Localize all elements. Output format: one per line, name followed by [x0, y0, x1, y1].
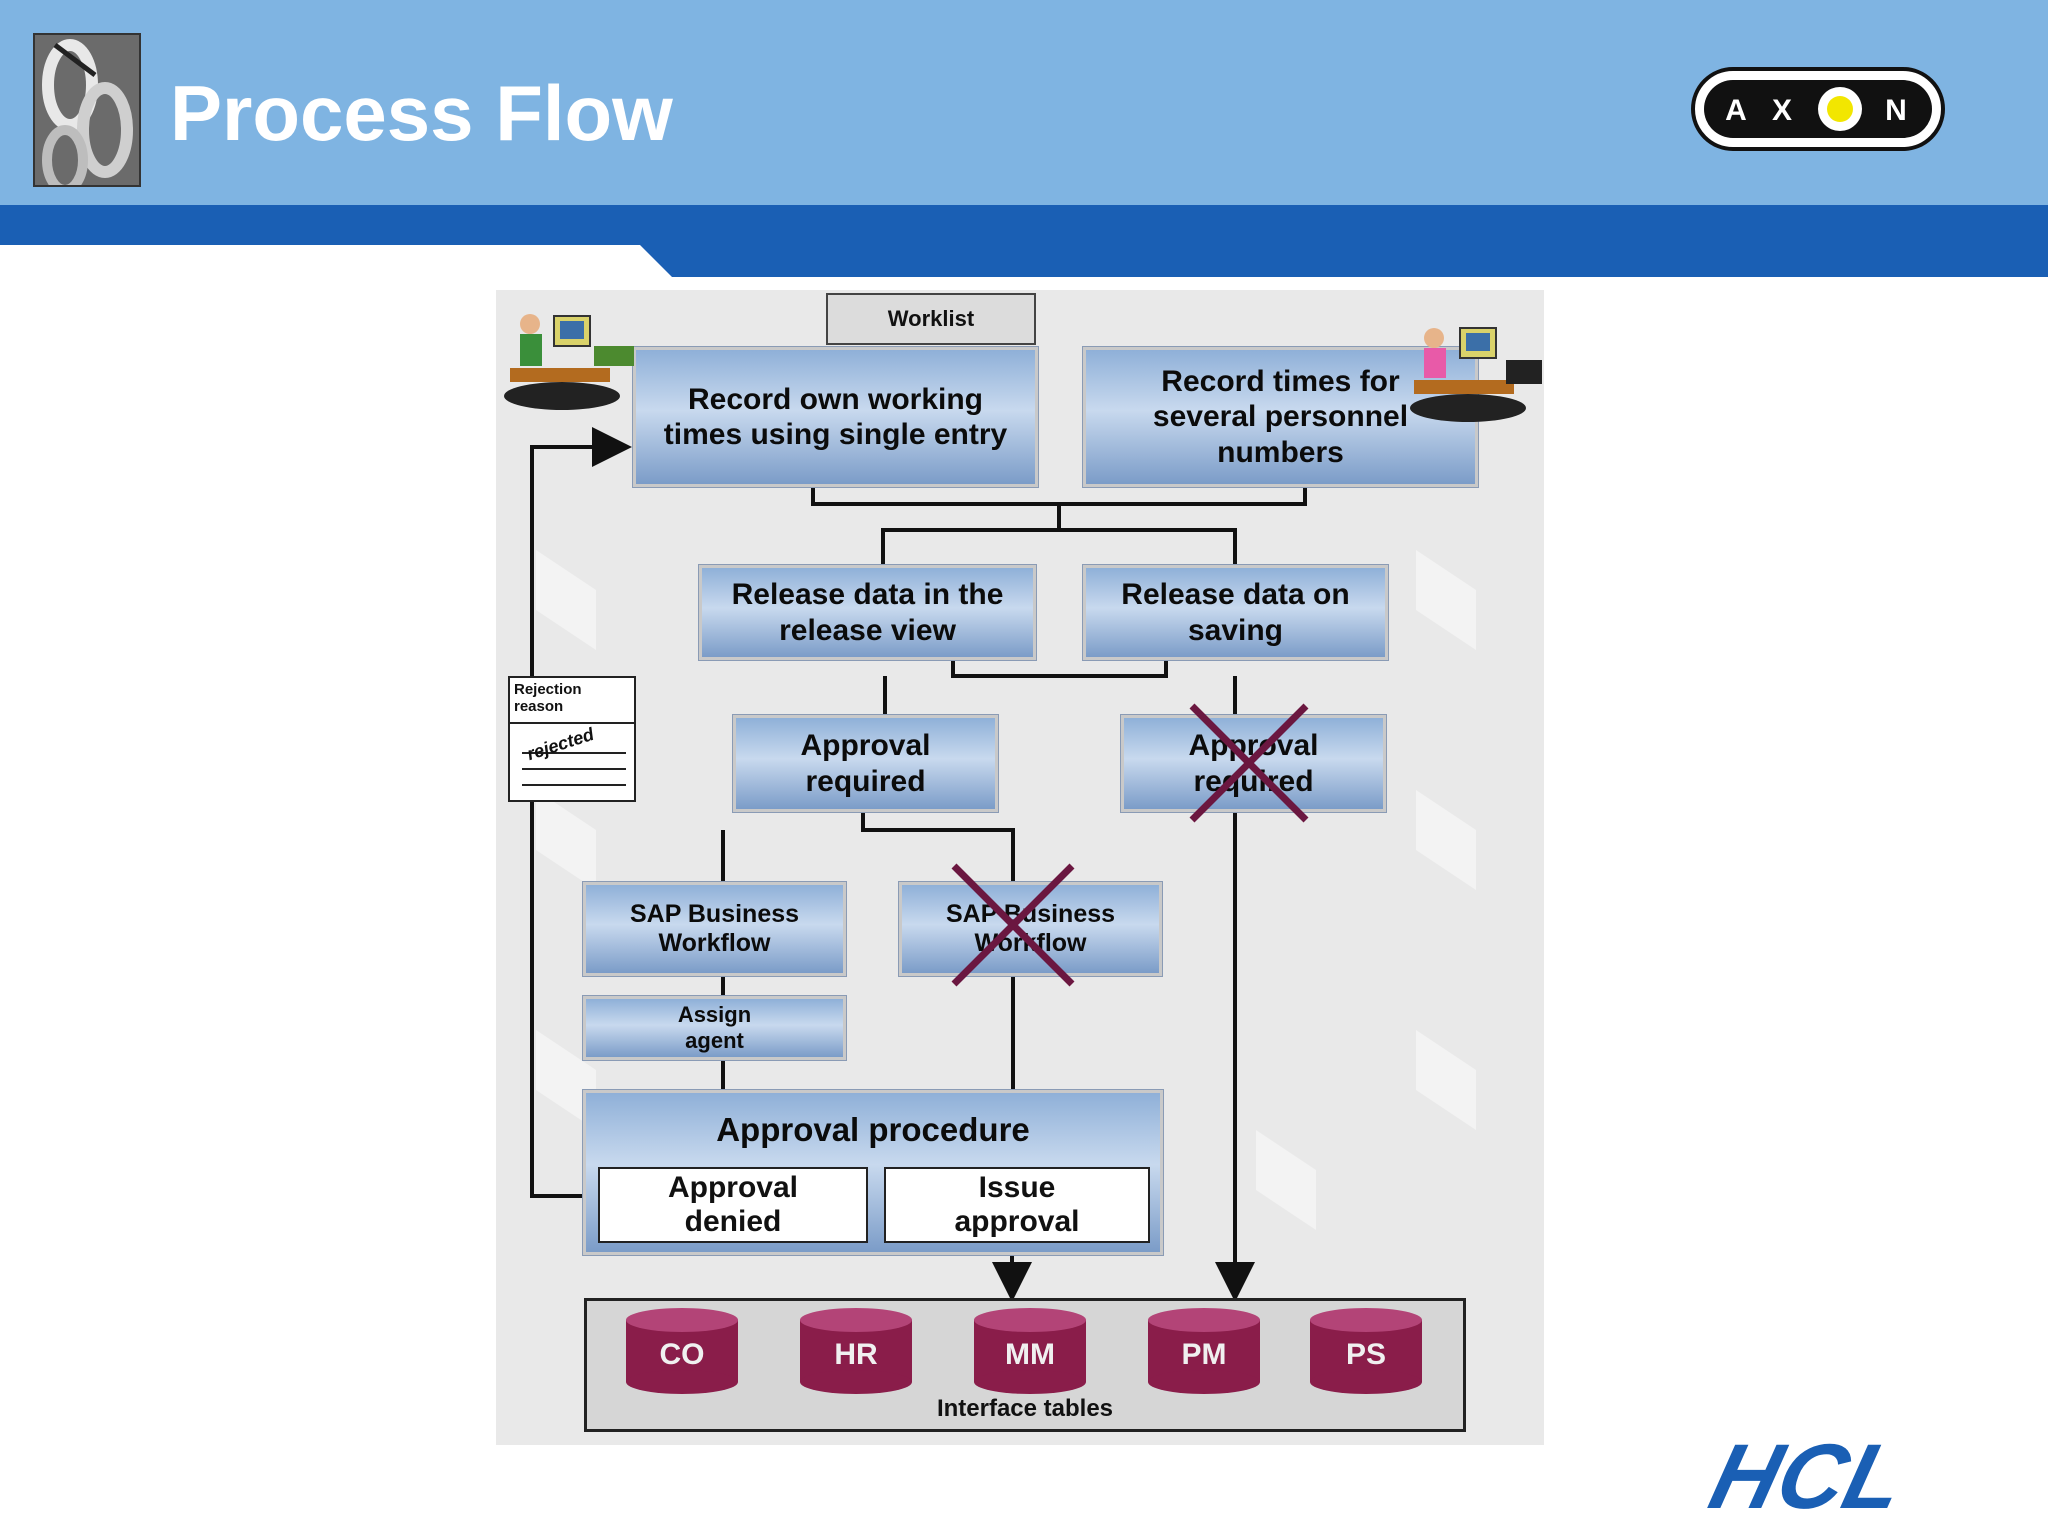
hcl-logo: HCL — [1701, 1440, 1916, 1514]
connector-lines — [530, 427, 1307, 1302]
worklist-header: Worklist — [826, 293, 1036, 345]
database-co-label: CO — [659, 1338, 705, 1371]
process-flow-diagram: Worklist Record own working times using … — [496, 290, 1544, 1445]
cross-out-workflow-right — [951, 863, 1075, 987]
person-at-desk-left-icon — [504, 314, 634, 410]
approval-required-left-box: Approval required — [732, 714, 999, 813]
chain-icon — [33, 33, 141, 187]
person-at-desk-right-icon — [1410, 327, 1542, 422]
assign-agent-box: Assign agent — [582, 995, 847, 1061]
header-stripe — [0, 205, 2048, 245]
database-mm-label: MM — [1005, 1338, 1055, 1371]
axon-letter-x: X — [1772, 94, 1792, 127]
database-pm-label: PM — [1181, 1338, 1227, 1371]
database-ps-label: PS — [1345, 1338, 1387, 1371]
sap-workflow-right-box: SAP Business Workflow — [898, 881, 1163, 977]
database-mm: MM — [972, 1308, 1088, 1394]
sap-workflow-left-box: SAP Business Workflow — [582, 881, 847, 977]
database-hr-label: HR — [834, 1338, 878, 1371]
interface-tables-label: Interface tables — [936, 1395, 1114, 1422]
header-tab-shape — [640, 245, 2048, 277]
database-ps: PS — [1308, 1308, 1424, 1394]
axon-logo: A X N — [1691, 67, 1945, 151]
approval-denied-box: Approval denied — [598, 1167, 868, 1243]
rejection-reason-label: Rejection reason — [514, 681, 582, 715]
database-co: CO — [624, 1308, 740, 1394]
issue-approval-box: Issue approval — [884, 1167, 1150, 1243]
axon-letter-n: N — [1885, 94, 1907, 127]
cross-out-approval-right — [1189, 703, 1309, 823]
page-title: Process Flow — [170, 69, 673, 157]
rejection-reason-note: Rejection reason rejected — [508, 676, 636, 802]
record-single-entry-box: Record own working times using single en… — [632, 346, 1039, 488]
rejected-stamp: rejected — [524, 723, 597, 765]
hcl-text: HCL — [1701, 1440, 1916, 1514]
database-pm: PM — [1146, 1308, 1262, 1394]
record-multiple-personnel-box: Record times for several personnel numbe… — [1082, 346, 1479, 488]
approval-required-right-box: Approval required — [1120, 714, 1387, 813]
release-saving-box: Release data on saving — [1082, 564, 1389, 661]
axon-letter-a: A — [1725, 94, 1747, 127]
approval-procedure-title: Approval procedure — [716, 1111, 1030, 1148]
database-hr: HR — [798, 1308, 914, 1394]
release-view-box: Release data in the release view — [698, 564, 1037, 661]
